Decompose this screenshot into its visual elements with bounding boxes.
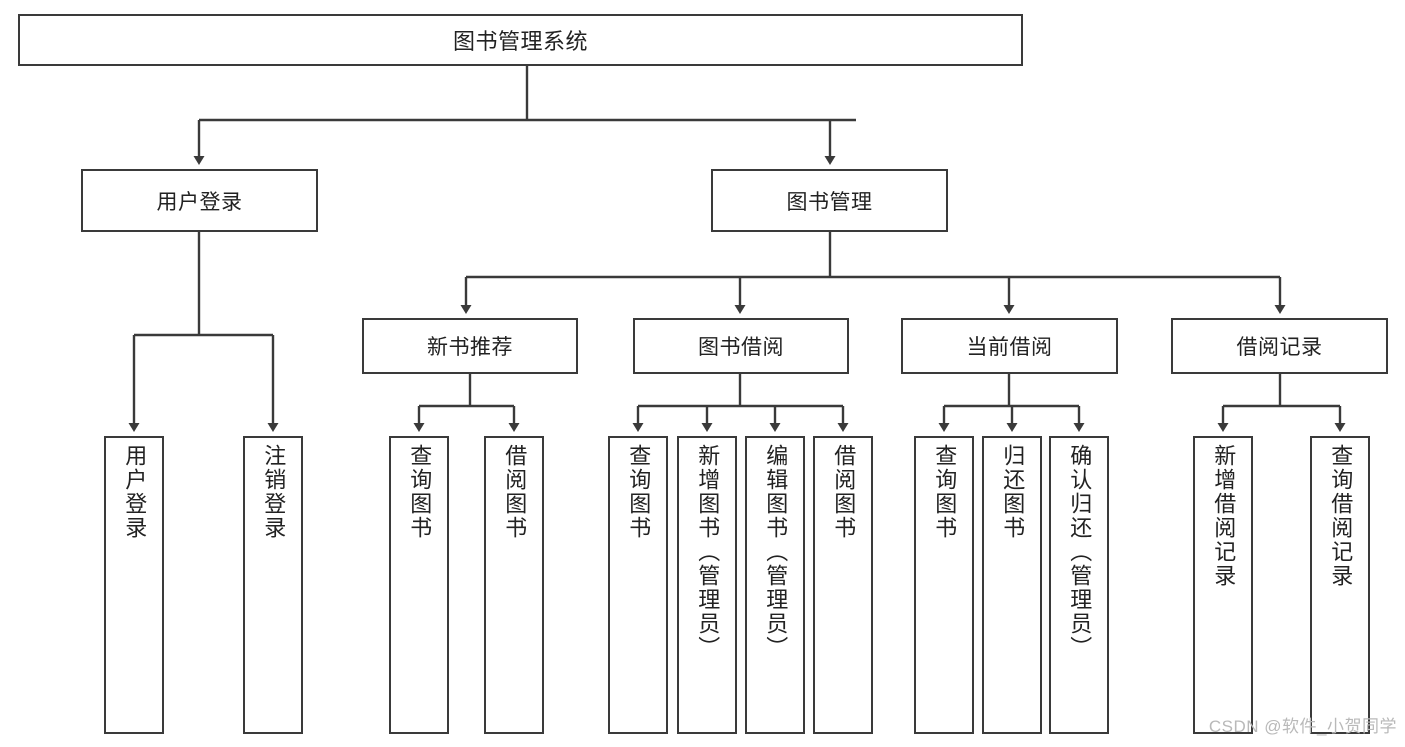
- node-leaf-query-record[interactable]: 查询借阅记录: [1310, 436, 1370, 734]
- node-leaf-add-book-label: 新增图书（管理员）: [695, 444, 721, 660]
- node-book-borrow[interactable]: 图书借阅: [633, 318, 849, 374]
- node-leaf-return-book[interactable]: 归还图书: [982, 436, 1042, 734]
- node-leaf-query-record-label: 查询借阅记录: [1328, 444, 1354, 588]
- node-book-manage-label: 图书管理: [786, 190, 873, 214]
- node-leaf-query-book-1[interactable]: 查询图书: [389, 436, 449, 734]
- node-user-login[interactable]: 用户登录: [81, 169, 318, 232]
- node-new-book-rec[interactable]: 新书推荐: [362, 318, 578, 374]
- node-root[interactable]: 图书管理系统: [18, 14, 1023, 66]
- node-leaf-logout[interactable]: 注销登录: [243, 436, 303, 734]
- node-leaf-logout-label: 注销登录: [261, 444, 287, 540]
- node-leaf-add-book[interactable]: 新增图书（管理员）: [677, 436, 737, 734]
- node-leaf-query-book-2[interactable]: 查询图书: [608, 436, 668, 734]
- node-leaf-confirm-return-label: 确认归还（管理员）: [1067, 444, 1093, 660]
- node-leaf-query-book-1-label: 查询图书: [407, 444, 433, 540]
- node-book-borrow-label: 图书借阅: [698, 336, 784, 359]
- node-borrow-record[interactable]: 借阅记录: [1171, 318, 1388, 374]
- node-current-borrow[interactable]: 当前借阅: [901, 318, 1118, 374]
- node-leaf-add-record-label: 新增借阅记录: [1211, 444, 1237, 588]
- node-leaf-return-book-label: 归还图书: [1000, 444, 1026, 540]
- node-root-label: 图书管理系统: [452, 29, 588, 54]
- watermark-text: CSDN @软件_小贺同学: [1208, 717, 1397, 736]
- node-leaf-user-login-label: 用户登录: [122, 444, 148, 540]
- node-leaf-confirm-return[interactable]: 确认归还（管理员）: [1049, 436, 1109, 734]
- node-new-book-rec-label: 新书推荐: [427, 336, 513, 359]
- node-leaf-edit-book-label: 编辑图书（管理员）: [763, 444, 789, 660]
- node-leaf-user-login[interactable]: 用户登录: [104, 436, 164, 734]
- node-leaf-query-book-3-label: 查询图书: [932, 444, 958, 540]
- node-current-borrow-label: 当前借阅: [966, 336, 1053, 359]
- node-book-manage[interactable]: 图书管理: [711, 169, 948, 232]
- node-user-login-label: 用户登录: [156, 190, 243, 214]
- node-leaf-query-book-2-label: 查询图书: [626, 444, 652, 540]
- node-leaf-edit-book[interactable]: 编辑图书（管理员）: [745, 436, 805, 734]
- node-leaf-add-record[interactable]: 新增借阅记录: [1193, 436, 1253, 734]
- node-leaf-borrow-book-2-label: 借阅图书: [831, 444, 857, 540]
- node-leaf-borrow-book-2[interactable]: 借阅图书: [813, 436, 873, 734]
- node-leaf-borrow-book-1[interactable]: 借阅图书: [484, 436, 544, 734]
- node-leaf-borrow-book-1-label: 借阅图书: [502, 444, 528, 540]
- node-leaf-query-book-3[interactable]: 查询图书: [914, 436, 974, 734]
- node-borrow-record-label: 借阅记录: [1236, 336, 1323, 359]
